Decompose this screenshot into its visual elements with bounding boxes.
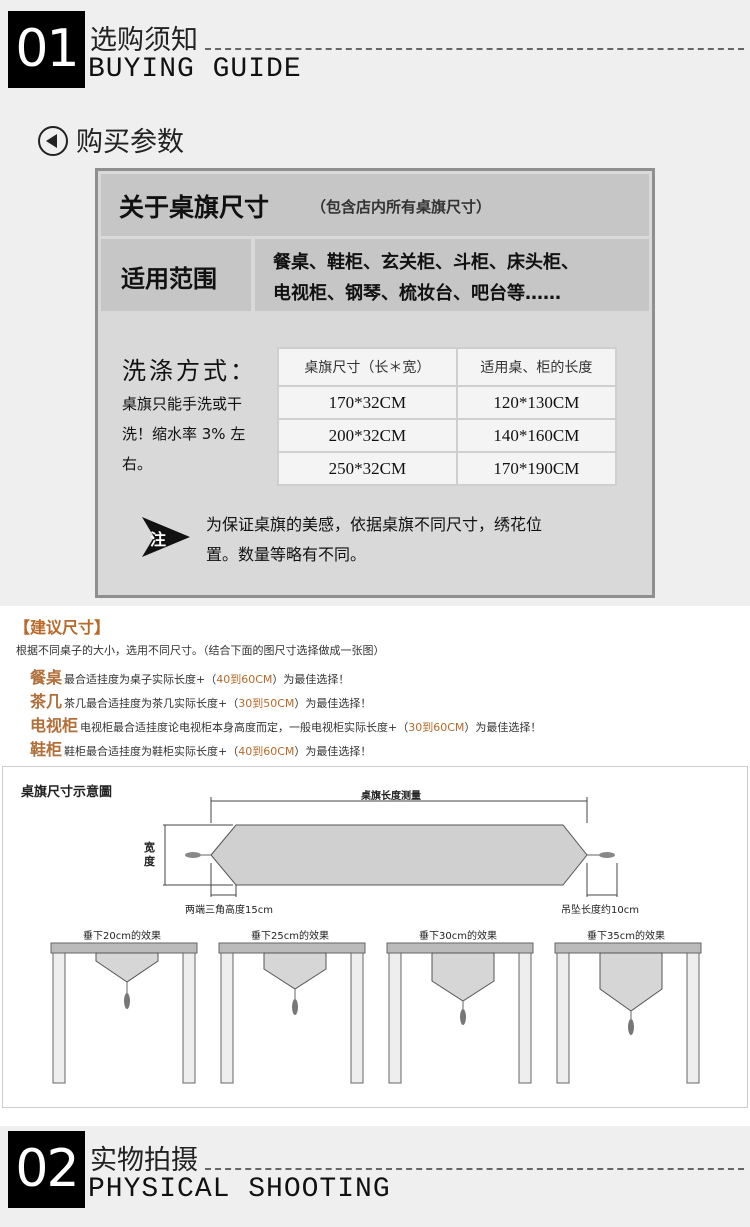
scope-value-cell: 餐桌、鞋柜、玄关柜、斗柜、床头柜、 电视柜、钢琴、梳妆台、吧台等…… — [255, 239, 649, 311]
section-title-cn: 选购须知 — [90, 25, 198, 56]
table-illustration — [218, 942, 366, 1084]
suggest-row: 餐桌最合适挂度为桌子实际长度+（40到60CM）为最佳选择！ — [30, 664, 349, 688]
table-header-row: 桌旗尺寸（长＊宽） 适用桌、柜的长度 — [277, 347, 618, 387]
suggest-key: 电视柜 — [30, 716, 79, 735]
suggest-text: 茶几最合适挂度为茶几实际长度+（ — [64, 697, 239, 710]
table-illustration — [386, 942, 534, 1084]
table-cell: 250*32CM — [277, 451, 458, 486]
table-header: 桌旗尺寸（长＊宽） — [277, 347, 458, 387]
table-drawings — [50, 942, 702, 1084]
drop-label: 垂下25cm的效果 — [251, 931, 329, 942]
section-divider — [205, 48, 744, 50]
scope-line-2: 电视柜、钢琴、梳妆台、吧台等…… — [273, 283, 561, 304]
note-line-1: 为保证桌旗的美感，依据桌旗不同尺寸，绣花位 — [206, 515, 543, 534]
runner-drawing — [163, 797, 618, 897]
suggest-text: 电视柜最合适挂度论电视柜本身高度而定，一般电视柜实际长度+（ — [80, 721, 409, 734]
triangle-label: 两端三角高度15cm — [185, 905, 273, 916]
table-row: 170*32CM 120*130CM — [277, 385, 618, 420]
suggest-text: ）为最佳选择！ — [294, 697, 372, 710]
table-illustration — [554, 942, 702, 1084]
suggest-text: ）为最佳选择！ — [464, 721, 542, 734]
scope-label: 适用范围 — [121, 265, 217, 293]
note-badge-text: 注 — [150, 530, 167, 549]
section-title-en: BUYING GUIDE — [88, 54, 302, 85]
section-title-en: PHYSICAL SHOOTING — [88, 1174, 391, 1205]
width-label-2: 度 — [144, 855, 155, 868]
params-heading: 购买参数 — [38, 120, 184, 159]
length-label: 桌旗长度测量 — [361, 791, 421, 802]
suggest-row: 电视柜电视柜最合适挂度论电视柜本身高度而定，一般电视柜实际长度+（30到60CM… — [30, 712, 541, 736]
suggest-text: 最合适挂度为桌子实际长度+（ — [64, 673, 217, 686]
play-left-icon — [38, 125, 68, 156]
suggest-row: 鞋柜鞋柜最合适挂度为鞋柜实际长度+（40到60CM）为最佳选择！ — [30, 736, 371, 760]
size-table: 桌旗尺寸（长＊宽） 适用桌、柜的长度 170*32CM 120*130CM 20… — [277, 347, 618, 486]
suggest-highlight: 40到60CM — [216, 673, 273, 686]
drop-label: 垂下30cm的效果 — [419, 931, 497, 942]
scope-label-cell: 适用范围 — [101, 239, 251, 311]
table-illustration — [50, 942, 198, 1084]
drop-label: 垂下35cm的效果 — [587, 931, 665, 942]
wash-title: 洗涤方式： — [122, 357, 257, 385]
section-number: 01 — [8, 11, 85, 88]
suggest-key: 鞋柜 — [30, 740, 63, 759]
wash-line-3: 右。 — [122, 455, 153, 473]
table-cell: 200*32CM — [277, 418, 458, 453]
pendant-label: 吊坠长度约10cm — [561, 905, 639, 916]
section-title-cn: 实物拍摄 — [90, 1145, 198, 1176]
table-row: 250*32CM 170*190CM — [277, 451, 618, 486]
suggest-text: ）为最佳选择！ — [272, 673, 350, 686]
table-header: 适用桌、柜的长度 — [455, 347, 618, 387]
table-cell: 120*130CM — [455, 385, 618, 420]
table-cell: 170*32CM — [277, 385, 458, 420]
width-label-1: 宽 — [144, 841, 155, 854]
suggest-highlight: 30到50CM — [238, 697, 295, 710]
wash-line-1: 桌旗只能手洗或干 — [122, 395, 243, 413]
suggest-key: 茶几 — [30, 692, 63, 711]
diagram-title: 桌旗尺寸示意圖 — [21, 785, 113, 800]
drop-label: 垂下20cm的效果 — [83, 931, 161, 942]
section-divider — [205, 1168, 744, 1170]
size-diagram: 桌旗尺寸示意圖 桌旗长度测量 宽 度 两端三角高度15cm 吊坠长度约10cm … — [2, 766, 748, 1108]
note-line-2: 置。数量等略有不同。 — [206, 545, 367, 564]
wash-line-2: 洗！缩水率 3% 左 — [122, 425, 246, 443]
note-arrow-icon — [142, 517, 190, 557]
suggest-desc: 根据不同桌子的大小，选用不同尺寸。（结合下面的图尺寸选择做成一张图） — [16, 644, 385, 657]
section-number: 02 — [8, 1131, 85, 1208]
size-title: 关于桌旗尺寸 — [119, 193, 270, 222]
size-title-cell: 关于桌旗尺寸 （包含店内所有桌旗尺寸） — [101, 174, 649, 236]
suggest-row: 茶几茶几最合适挂度为茶几实际长度+（30到50CM）为最佳选择！ — [30, 688, 371, 712]
suggest-title: 【建议尺寸】 — [14, 618, 111, 637]
note-badge: 注 — [142, 517, 190, 557]
params-title: 购买参数 — [76, 127, 184, 158]
table-row: 200*32CM 140*160CM — [277, 418, 618, 453]
suggest-highlight: 30到60CM — [408, 721, 465, 734]
scope-line-1: 餐桌、鞋柜、玄关柜、斗柜、床头柜、 — [273, 252, 579, 273]
table-cell: 140*160CM — [455, 418, 618, 453]
suggest-text: ）为最佳选择！ — [294, 745, 372, 758]
size-note: （包含店内所有桌旗尺寸） — [311, 198, 492, 216]
suggest-highlight: 40到60CM — [238, 745, 295, 758]
table-cell: 170*190CM — [455, 451, 618, 486]
suggest-key: 餐桌 — [30, 668, 63, 687]
suggest-text: 鞋柜最合适挂度为鞋柜实际长度+（ — [64, 745, 239, 758]
